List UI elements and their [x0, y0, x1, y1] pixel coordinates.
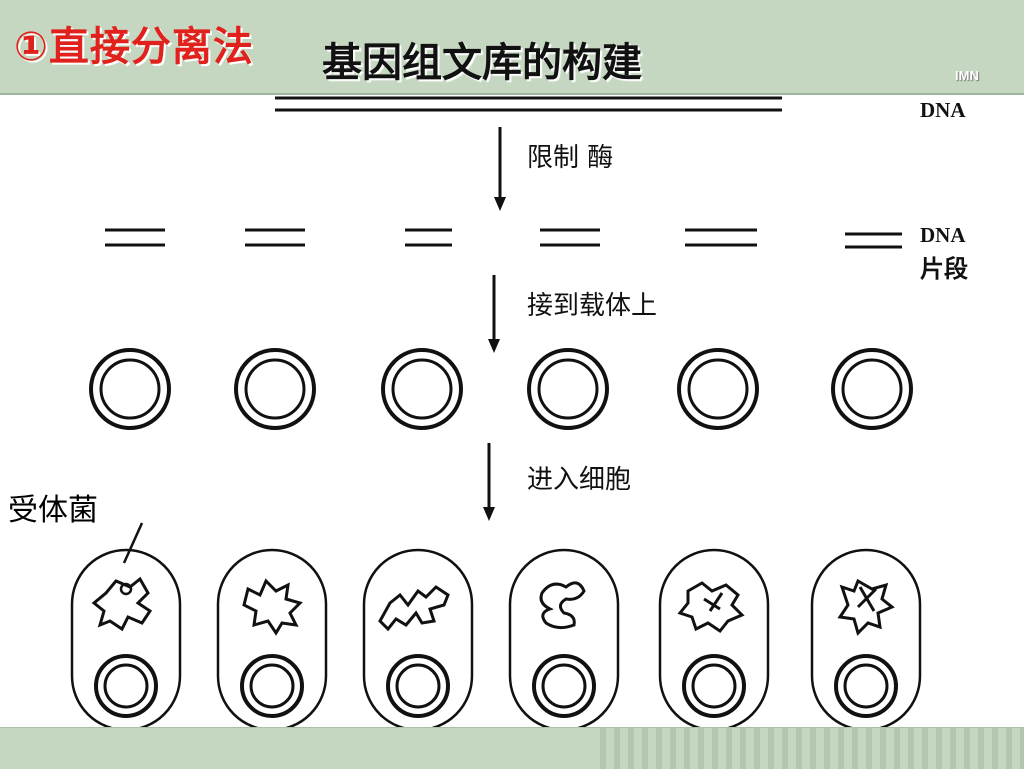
arrow-down-1	[494, 127, 506, 211]
vector-ring	[381, 348, 463, 430]
dna-fragment-label-line2: 片段	[920, 255, 968, 283]
footer-decoration	[600, 728, 1024, 769]
method-title: ①直接分离法	[14, 24, 254, 70]
footer-bar	[0, 727, 1024, 769]
dna-fragment	[540, 228, 600, 247]
arrow-down-2	[488, 275, 500, 353]
vector-ring	[89, 348, 171, 430]
host-cell	[362, 548, 474, 732]
host-cells	[70, 548, 922, 732]
header-bar: ①直接分离法 基因组文库的构建 IMN	[0, 0, 1024, 95]
page-title: 基因组文库的构建	[322, 40, 642, 86]
dna-fragment	[105, 228, 165, 247]
host-cell	[658, 548, 770, 732]
host-pointer-line	[122, 522, 144, 564]
dna-fragment	[245, 228, 305, 247]
dna-fragment	[845, 232, 902, 249]
vector-ring	[527, 348, 609, 430]
vector-rings	[89, 348, 913, 430]
host-bacteria-label: 受体菌	[8, 493, 98, 528]
vector-ring	[831, 348, 913, 430]
dna-fragment-label-line1: DNA	[920, 223, 966, 247]
dna-label: DNA	[920, 98, 966, 122]
host-cell	[216, 548, 328, 732]
dna-double-strand	[275, 96, 782, 112]
host-cell	[810, 548, 922, 732]
host-cell	[70, 548, 182, 732]
step-enter-cell-label: 进入细胞	[527, 465, 632, 495]
diagram-svg	[70, 96, 922, 732]
vector-ring	[677, 348, 759, 430]
watermark-text: IMN	[955, 68, 979, 83]
dna-fragment	[685, 228, 757, 247]
dna-fragments	[105, 228, 902, 249]
library-construction-diagram: 限制 酶 接到载体上 进入细胞 DNA DNA 片段 受体菌	[0, 93, 1024, 732]
step-restriction-enzyme-label: 限制 酶	[527, 143, 614, 173]
step-ligate-vector-label: 接到载体上	[527, 291, 658, 321]
vector-ring	[234, 348, 316, 430]
arrow-down-3	[483, 443, 495, 521]
host-cell	[508, 548, 620, 732]
dna-fragment	[405, 228, 452, 247]
